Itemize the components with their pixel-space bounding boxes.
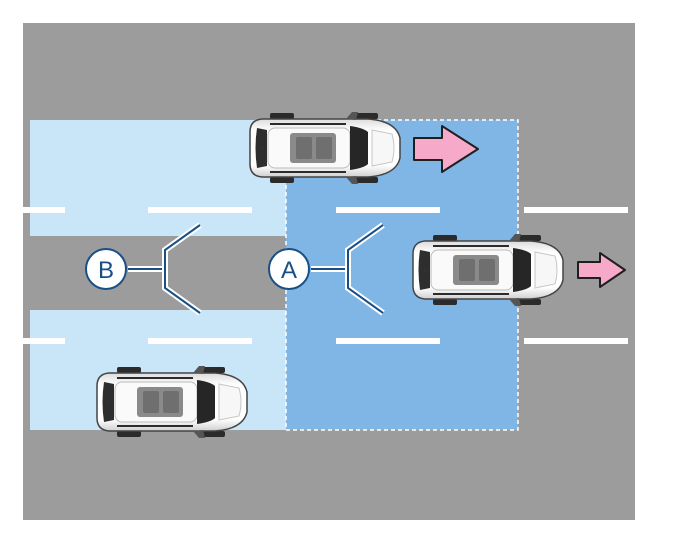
lane-markings — [23, 207, 628, 344]
zone-a-label: A — [281, 257, 297, 284]
zone-a-marker: A — [268, 222, 385, 316]
zone-b-badge — [85, 248, 127, 290]
car-top-view-icon — [412, 233, 564, 307]
zone-b-marker: B — [85, 222, 202, 316]
car-top-view-icon — [249, 111, 401, 185]
zone-a-badge — [268, 248, 310, 290]
zone-b-label: B — [98, 257, 114, 284]
arrow-right-icon — [413, 125, 479, 173]
arrow-right-icon — [577, 252, 626, 288]
zone-b-upper — [30, 120, 288, 236]
car-top-view-icon — [96, 365, 248, 439]
